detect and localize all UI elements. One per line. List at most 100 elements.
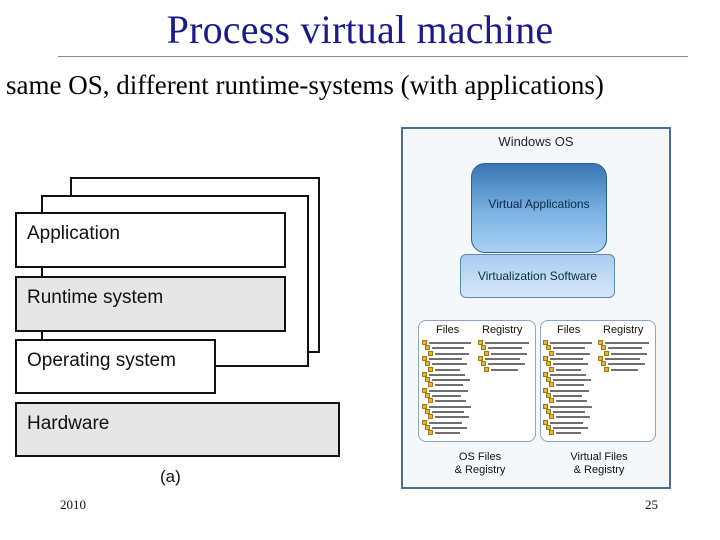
tree-row-text [556,384,584,387]
tree-row-text [556,432,581,435]
tree-row-text [435,368,460,371]
virtual-files-caption-line1: Virtual Files [570,451,628,463]
tree-row-text [432,410,464,413]
tree-row-text [432,363,467,366]
virtual-files-header: Files [557,324,581,336]
tree-row-text [435,416,469,419]
folder-icon [598,340,603,345]
tree-row-text [611,352,647,355]
runtime-system-layer-label: Runtime system [27,287,164,308]
tree-row-text [550,405,592,408]
virtual-files-caption: Virtual Files & Registry [544,451,654,477]
tree-row-text [488,347,522,350]
tree-row-text [556,352,590,355]
os-files-caption: OS Files & Registry [425,451,535,477]
operating-system-layer-label: Operating system [27,350,176,371]
tree-row-text [553,347,585,350]
tree-row-text [491,352,527,355]
folder-icon [604,350,609,356]
windows-os-title: Windows OS [498,134,574,149]
page-number: 25 [645,497,658,512]
virtualization-software-box [460,254,615,298]
folder-icon [428,414,433,420]
folder-icon [484,366,489,372]
folder-icon [425,377,430,383]
tree-row-text [429,342,471,344]
tree-row-text [605,357,640,360]
slide-title: Process virtual machine [166,7,554,52]
tree-row-text [550,342,592,344]
tree-row-text [608,363,645,366]
tree-row-text [550,357,583,360]
folder-icon [546,408,551,414]
folder-icon [478,340,483,345]
hardware-layer-label: Hardware [27,413,110,434]
tree-row-text [435,432,460,435]
tree-row-text [432,395,461,397]
folder-icon [549,430,554,436]
tree-row-text [553,363,588,366]
folder-icon [546,424,551,430]
tree-row-text [435,384,463,387]
folder-icon [549,382,554,388]
folder-icon [428,350,433,356]
folder-icon [428,430,433,436]
footer-year: 2010 [60,497,86,512]
folder-icon [601,345,606,351]
folder-icon [549,414,554,420]
title-divider [58,56,688,57]
tree-row-text [608,347,642,350]
tree-row-text [550,421,583,424]
hardware-layer: Hardware [15,402,340,457]
tree-row-text [605,342,649,344]
folder-icon [543,371,548,377]
virtual-files-caption-line2: & Registry [573,464,625,476]
folder-icon [425,424,430,430]
folder-icon [428,382,433,388]
tree-row-text [556,400,587,403]
folder-icon [543,340,548,345]
virtual-applications-label: Virtual Applications [488,197,590,211]
folder-icon [543,419,548,425]
folder-icon [428,366,433,372]
tree-row-text [432,379,470,382]
application-layer-label: Application [27,223,120,244]
folder-icon [546,393,551,398]
folder-icon [543,387,548,393]
tree-row-text [485,342,529,344]
folder-icon [598,355,603,361]
tree-row-text [485,357,520,360]
tree-row-text [432,347,464,350]
folder-icon [428,398,433,404]
tree-row-text [429,405,471,408]
folder-icon [543,355,548,361]
folder-icon [422,340,427,345]
tree-row-text [550,373,586,376]
tree-row-text [435,400,466,403]
folder-icon [601,361,606,367]
tree-row-text [488,363,525,366]
virtual-applications-box [471,163,607,253]
folder-icon [422,403,427,409]
operating-system-layer: Operating system [15,339,216,394]
slide-subtitle: same OS, different runtime-systems (with… [6,70,604,100]
tree-row-text [429,389,468,392]
folder-icon [422,371,427,377]
os-files-caption-line1: OS Files [458,451,502,463]
tree-row-text [553,426,588,429]
os-registry-header: Registry [482,324,523,336]
virtualization-software-label: Virtualization Software [477,269,598,283]
tree-row-text [553,410,585,413]
tree-row-text [429,421,462,424]
tree-row-text [611,368,638,371]
os-files-caption-line2: & Registry [454,464,506,476]
os-files-header: Files [436,324,460,336]
folder-icon [546,361,551,367]
figure-caption: (a) [160,467,181,486]
folder-icon [604,366,609,372]
folder-icon [425,393,430,398]
folder-icon [481,361,486,367]
folder-icon [484,350,489,356]
folder-icon [549,350,554,356]
runtime-system-layer: Runtime system [15,276,286,332]
